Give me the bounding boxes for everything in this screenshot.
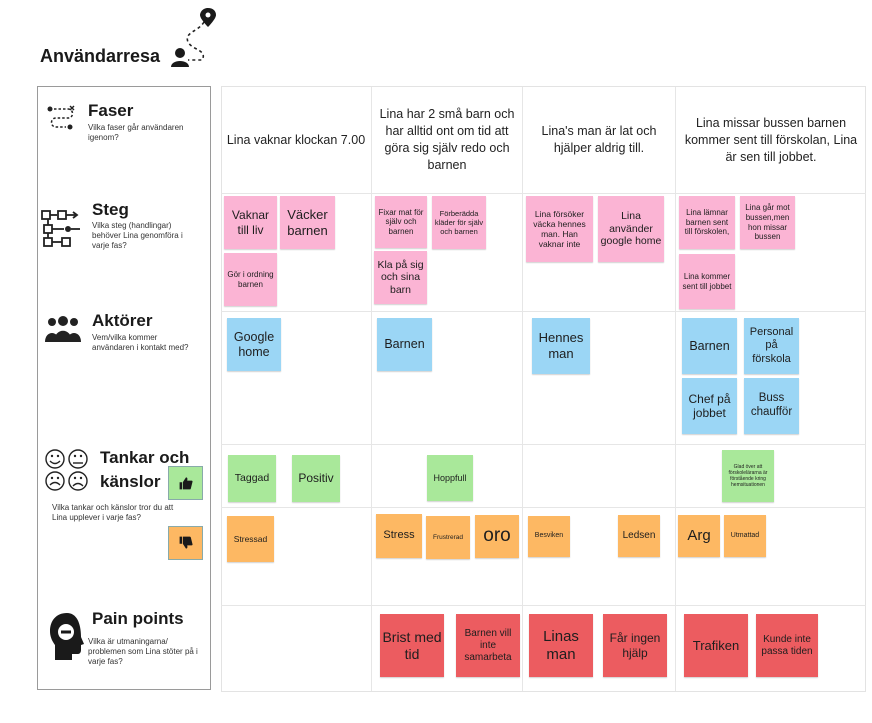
aktorer-subtitle: Vem/vilka kommer användaren i kontakt me… xyxy=(92,333,189,352)
steg-title: Steg xyxy=(92,200,129,219)
actor-note[interactable]: Buss chaufför xyxy=(744,378,799,434)
step-note[interactable]: Lina kommer sent till jobbet xyxy=(679,254,735,309)
pain-note[interactable]: Barnen vill inte samarbeta xyxy=(456,614,520,677)
negative-note[interactable]: Ledsen xyxy=(618,515,660,557)
steg-subtitle: Vilka steg (handlingar) behöver Lina gen… xyxy=(92,221,183,250)
step-note[interactable]: Väcker barnen xyxy=(280,196,335,249)
pain-title: Pain points xyxy=(92,609,184,628)
column-divider xyxy=(371,87,372,691)
row-divider xyxy=(221,193,866,194)
pain-note[interactable]: Kunde inte passa tiden xyxy=(756,614,818,677)
faser-title: Faser xyxy=(88,101,134,120)
actor-note[interactable]: Chef på jobbet xyxy=(682,378,737,434)
negative-note[interactable]: Utmattad xyxy=(724,515,766,557)
pain-note[interactable]: Linas man xyxy=(529,614,593,677)
negative-note[interactable]: Besviken xyxy=(528,516,570,557)
step-note[interactable]: Kla på sig och sina barn xyxy=(374,251,427,304)
actor-note[interactable]: Barnen xyxy=(377,318,432,371)
journey-grid xyxy=(221,86,866,692)
negative-note[interactable]: Stress xyxy=(376,514,422,558)
actor-note[interactable]: Personal på förskola xyxy=(744,318,799,374)
map-pin-icon xyxy=(200,8,216,27)
dashed-path-icon xyxy=(47,105,75,130)
row-divider xyxy=(221,444,866,445)
step-note[interactable]: Förberädda kläder för själv och barnen xyxy=(432,196,486,249)
actor-note[interactable]: Google home xyxy=(227,318,281,371)
group-people-icon xyxy=(45,316,81,342)
negative-note[interactable]: Stressad xyxy=(227,516,274,562)
pain-note[interactable]: Trafiken xyxy=(684,614,748,677)
actor-note[interactable]: Hennes man xyxy=(532,318,590,374)
emoji-faces-icon xyxy=(45,449,88,491)
positive-note[interactable]: Taggad xyxy=(228,455,276,502)
pain-note[interactable]: Brist med tid xyxy=(380,614,444,677)
phase-4: Lina missar bussen barnen kommer sent ti… xyxy=(684,115,858,164)
tankar-subtitle: Vilka tankar och känslor tror du att Lin… xyxy=(52,503,174,522)
flow-steps-icon xyxy=(41,210,80,247)
person-icon xyxy=(171,48,189,67)
positive-note[interactable]: Glad över att förskolelärarna är förståe… xyxy=(722,450,774,502)
column-divider xyxy=(675,87,676,691)
journey-path-icon xyxy=(171,8,216,67)
pain-note[interactable]: Får ingen hjälp xyxy=(603,614,667,677)
row-divider xyxy=(221,605,866,606)
row-divider xyxy=(221,507,866,508)
step-note[interactable]: Lina går mot bussen,men hon missar busse… xyxy=(740,196,795,249)
pain-subtitle: Vilka är utmaningarna/ problemen som Lin… xyxy=(88,637,198,666)
thumbs-up-icon xyxy=(168,466,203,500)
phase-3: Lina's man är lat och hjälper aldrig til… xyxy=(541,124,657,155)
column-divider xyxy=(522,87,523,691)
negative-note[interactable]: oro xyxy=(475,515,519,558)
actor-note[interactable]: Barnen xyxy=(682,318,737,374)
step-note[interactable]: Gör i ordning barnen xyxy=(224,253,277,306)
step-note[interactable]: Lina lämnar barnen sent till förskolen, xyxy=(679,196,735,249)
row-divider xyxy=(221,311,866,312)
legend-panel xyxy=(37,86,211,690)
step-note[interactable]: Lina använder google home xyxy=(598,196,664,262)
head-silhouette-icon xyxy=(50,613,84,660)
step-note[interactable]: Lina försöker väcka hennes man. Han vakn… xyxy=(526,196,593,262)
tankar-title: Tankar och känslor xyxy=(100,448,190,491)
page-title: Användarresa xyxy=(40,46,161,66)
negative-note[interactable]: Frustrerad xyxy=(426,516,470,559)
positive-note[interactable]: Hoppfull xyxy=(427,455,473,501)
negative-note[interactable]: Arg xyxy=(678,515,720,557)
aktorer-title: Aktörer xyxy=(92,311,153,330)
faser-subtitle: Vilka faser går användaren igenom? xyxy=(88,123,184,142)
step-note[interactable]: Fixar mat för själv och barnen xyxy=(375,196,427,248)
positive-note[interactable]: Positiv xyxy=(292,455,340,502)
step-note[interactable]: Vaknar till liv xyxy=(224,196,277,249)
phase-1: Lina vaknar klockan 7.00 xyxy=(226,132,366,147)
thumbs-down-icon xyxy=(168,526,203,560)
phase-2: Lina har 2 små barn och har alltid ont o… xyxy=(379,107,515,172)
